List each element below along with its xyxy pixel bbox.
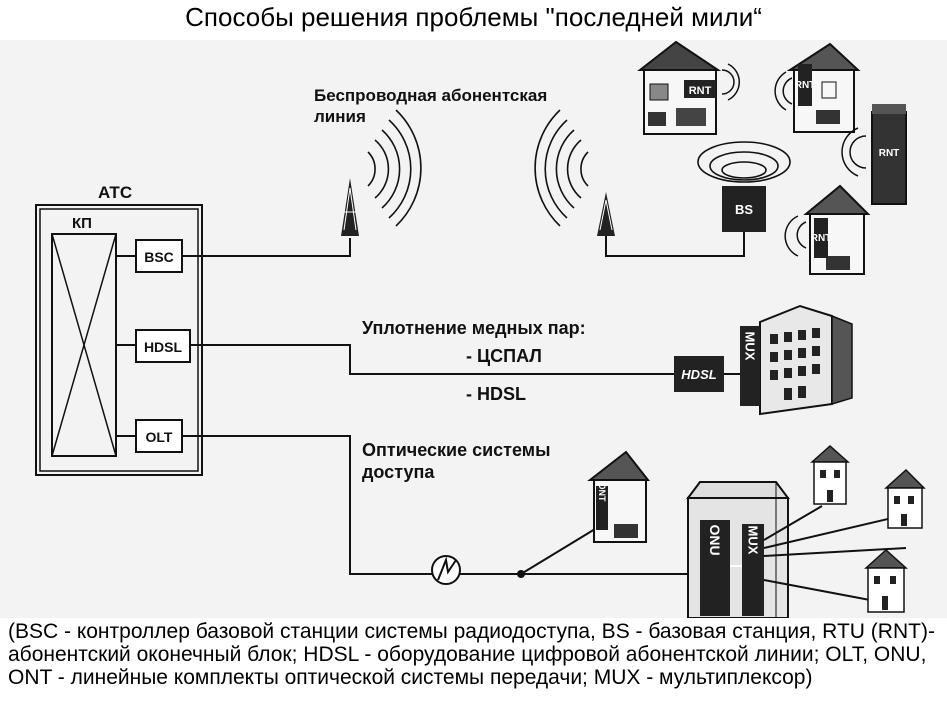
hdsl-remote-box xyxy=(674,356,724,392)
rnt-box-2 xyxy=(798,64,812,106)
subscriber-small-house-2-icon xyxy=(884,468,926,529)
bsc-label: BSC xyxy=(144,249,174,265)
mux-fanout-lines xyxy=(763,505,907,601)
page-title: Способы решения проблемы "последней мили… xyxy=(185,2,762,32)
copper-mux-label: MUX xyxy=(743,332,758,361)
office-building-icon xyxy=(759,304,853,416)
rnt-label-2: RNT xyxy=(795,80,816,91)
onu-box xyxy=(700,520,730,616)
onu-label: ONU xyxy=(707,524,723,555)
atc-outer-frame xyxy=(35,204,203,476)
rnt-label-3: RNT xyxy=(879,148,900,159)
legend-caption: (BSC - контроллер базовой станции систем… xyxy=(8,620,935,689)
hdsl-copper-line xyxy=(190,344,674,375)
antenna-to-bs-line xyxy=(605,232,745,257)
optical-mux-box xyxy=(742,524,764,616)
atc-label: АТС xyxy=(98,183,132,202)
optical-splitter-icon xyxy=(431,555,461,585)
radio-waves-1-icon xyxy=(367,109,422,227)
optical-mux-label: MUX xyxy=(746,526,761,555)
radio-waves-2-icon xyxy=(534,109,589,227)
bsc-box xyxy=(135,239,183,273)
hdsl-remote-label: HDSL xyxy=(681,367,716,382)
copper-label-line1: Уплотнение медных пар: xyxy=(362,318,586,338)
wireless-label-line1: Беспроводная абонентская xyxy=(314,86,547,105)
rnt-label-1: RNT xyxy=(689,85,712,97)
bsc-to-antenna-line xyxy=(182,238,351,257)
bs-unit-box xyxy=(722,186,766,232)
ont-label: ONT xyxy=(597,483,607,503)
optical-label-line2: доступа xyxy=(362,462,435,482)
copper-label-line3: - HDSL xyxy=(466,384,526,404)
bs-label: BS xyxy=(735,202,753,217)
fiber-to-ont-line xyxy=(520,525,601,575)
optical-label-line1: Оптические системы xyxy=(362,440,550,460)
ont-box xyxy=(596,486,608,530)
copper-mux-box xyxy=(740,326,760,406)
wireless-label-line2: линия xyxy=(314,107,366,126)
subscriber-building-3-icon xyxy=(841,104,907,205)
hdsl-box xyxy=(135,329,191,363)
kp-label: КП xyxy=(72,215,92,232)
subscriber-house-2-icon xyxy=(774,42,861,133)
switch-cross-line-2 xyxy=(51,233,117,457)
hdsl-label: HDSL xyxy=(144,339,183,355)
rnt-box-4 xyxy=(814,218,828,258)
olt-fiber-line xyxy=(182,435,432,575)
bs-waves-icon xyxy=(697,141,791,183)
tower-antenna-1-icon xyxy=(341,178,359,236)
subscriber-small-house-3-icon xyxy=(864,548,908,613)
atc-inner-frame xyxy=(39,208,199,472)
rnt-box-1 xyxy=(684,80,716,98)
last-mile-diagram: АТС КП BSC HDSL OLT Беспроводная абонент… xyxy=(35,40,926,618)
olt-label: OLT xyxy=(146,429,173,445)
rnt-label-4: RNT xyxy=(811,233,832,244)
copper-label-line2: - ЦСПАЛ xyxy=(466,346,542,366)
tower-antenna-2-icon xyxy=(597,192,615,236)
subscriber-small-house-1-icon xyxy=(810,444,850,505)
